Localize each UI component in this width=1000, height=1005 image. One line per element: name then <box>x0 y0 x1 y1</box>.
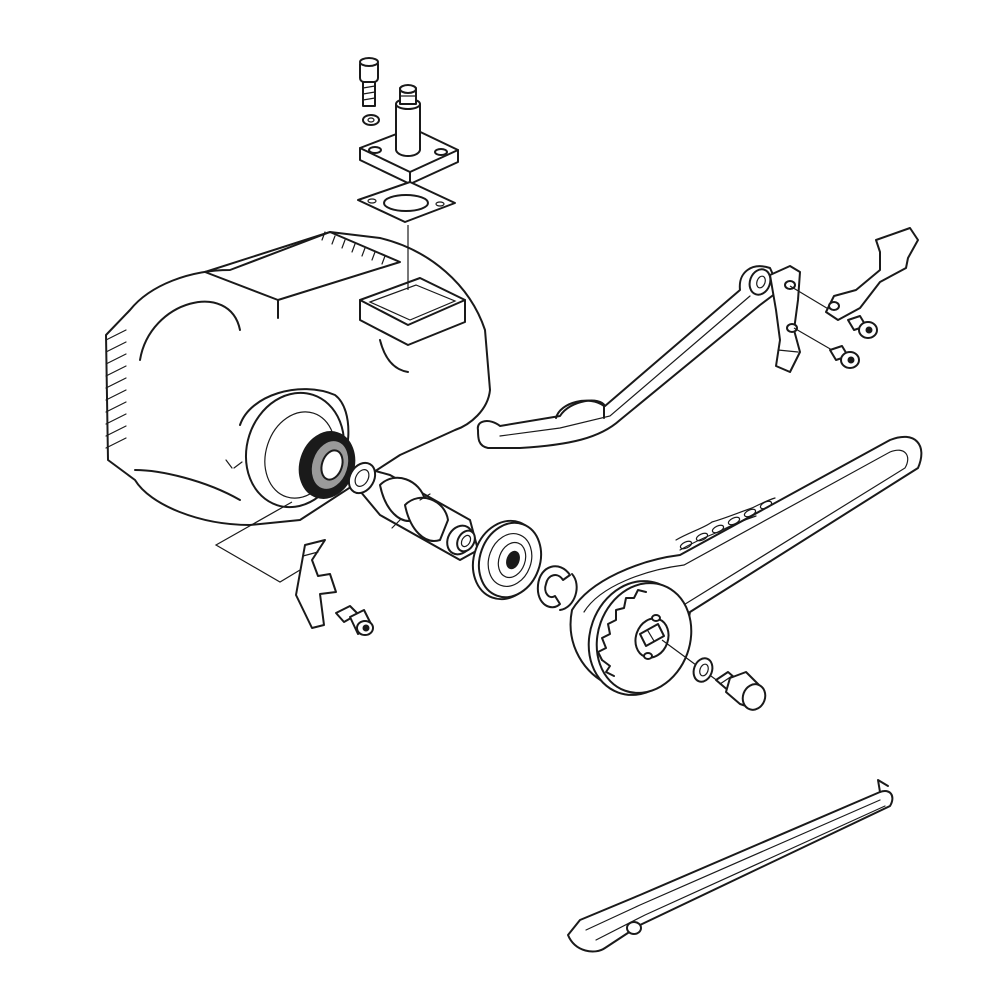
tensioner-arm <box>476 265 781 449</box>
sprocket-bolt <box>715 671 767 711</box>
cylinder-head <box>105 231 491 526</box>
leader-line-pivot-lower <box>793 327 833 351</box>
chain-guide <box>567 779 894 953</box>
pivot-bolt-upper <box>847 315 878 339</box>
ball-bearing <box>471 519 543 601</box>
retainer-screw <box>335 605 374 636</box>
arm-pivot-bracket <box>769 265 801 373</box>
leader-line-pivot <box>789 285 831 311</box>
bearing-circlip <box>536 565 578 611</box>
sprocket-washer <box>692 657 714 683</box>
pivot-bolt-lower <box>829 345 860 369</box>
camshaft-sprocket <box>587 580 693 696</box>
camshaft <box>347 461 479 561</box>
timing-chain <box>569 435 923 690</box>
tensioner-washer <box>362 114 380 126</box>
tensioner-gasket <box>357 181 456 223</box>
arm-pivot-bracket <box>825 227 919 321</box>
tensioner-bolt <box>359 57 379 107</box>
retainer-plate <box>295 539 337 629</box>
camshaft-oil-seal <box>298 431 356 499</box>
leader-line-retainer <box>214 501 301 583</box>
